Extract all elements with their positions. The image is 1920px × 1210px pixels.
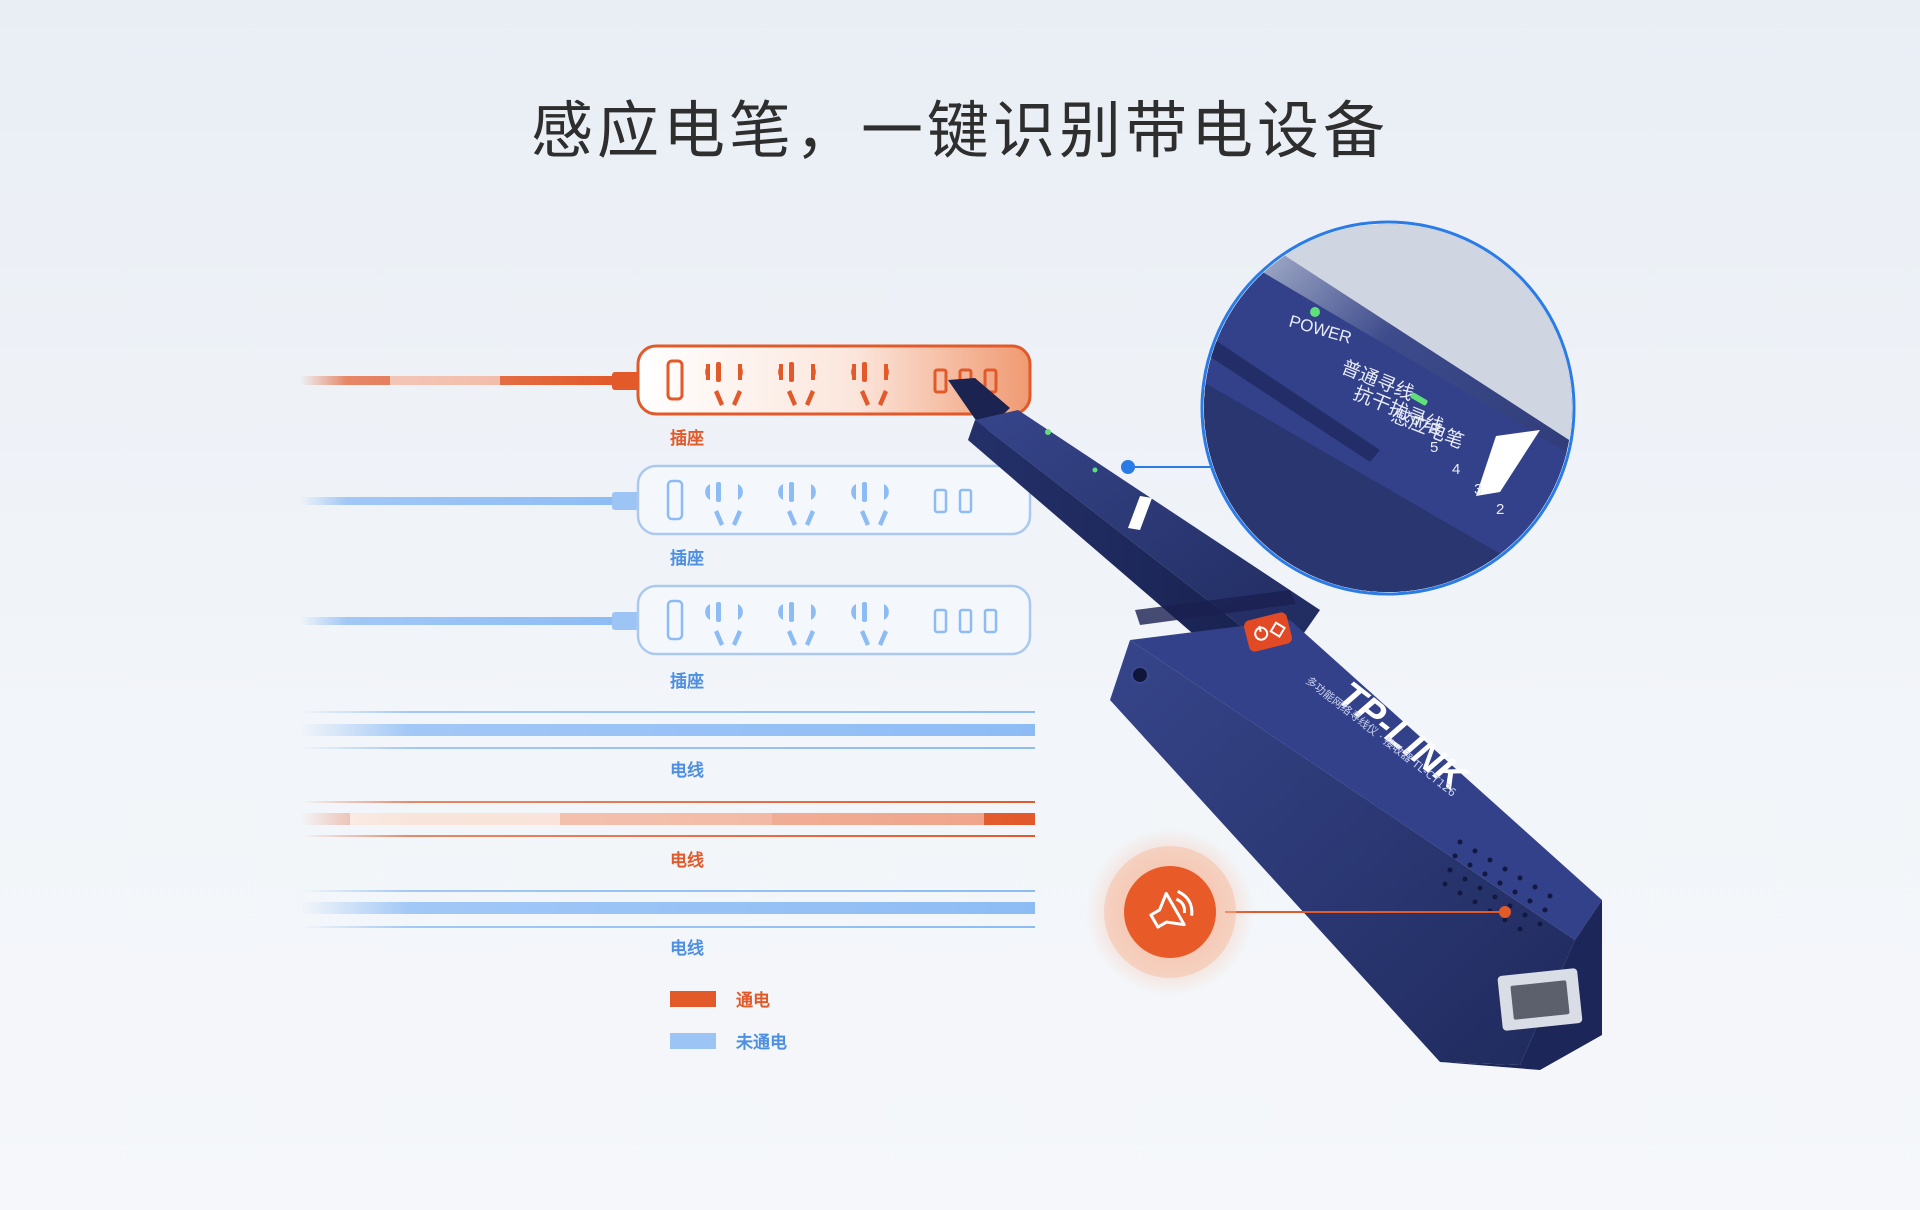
wire-dead-2 (300, 890, 1035, 928)
wire-dead-1 (300, 711, 1035, 749)
legend-live: 通电 (670, 986, 770, 1011)
speaker-icon (1149, 890, 1194, 929)
socket-dead-2 (300, 584, 1032, 656)
socket-label-3: 插座 (670, 672, 704, 692)
wire-label-2: 电线 (670, 851, 704, 871)
legend-label-dead: 未通电 (736, 1033, 787, 1053)
legend-swatch-dead (670, 1032, 716, 1049)
socket-label-2: 插座 (670, 549, 704, 569)
power-button-icon (1244, 612, 1292, 652)
tracer-pen (948, 378, 1602, 1070)
zoom-callout: POWER 普通寻线 抗干扰寻线 感应电笔 5 4 3 2 (1121, 220, 1576, 596)
legend-swatch-live (670, 990, 716, 1007)
level-3: 3 (1474, 481, 1482, 498)
level-4: 4 (1452, 461, 1460, 478)
wire-label-3: 电线 (670, 939, 704, 959)
page-title: 感应电笔，一键识别带电设备 (530, 94, 1389, 167)
socket-label-1: 插座 (670, 429, 704, 449)
wire-label-1: 电线 (670, 761, 704, 781)
wire-live (300, 801, 1035, 837)
legend-label-live: 通电 (736, 991, 770, 1011)
socket-live (300, 344, 1032, 416)
legend-dead: 未通电 (670, 1028, 787, 1053)
speaker-callout (1086, 828, 1511, 996)
level-5: 5 (1430, 439, 1438, 456)
socket-dead-1 (300, 464, 1032, 536)
level-2: 2 (1496, 501, 1504, 518)
